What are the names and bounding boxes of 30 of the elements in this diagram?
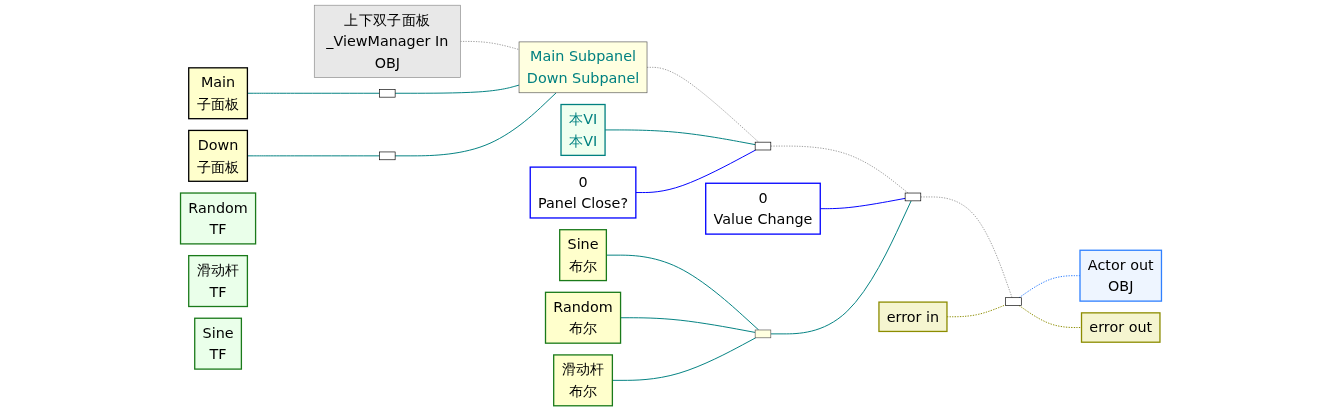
node-box	[1005, 297, 1022, 306]
connector	[920, 196, 1013, 299]
node-box: 滑动杆 布尔	[553, 354, 614, 407]
node-box: 0 Value Change	[705, 182, 821, 235]
node-box: Random 布尔	[544, 291, 622, 344]
connector	[1018, 275, 1081, 299]
node-box: 上下双子面板_ViewManager In OBJ	[313, 4, 461, 78]
node-box	[754, 141, 772, 151]
node-box: Sine TF	[194, 317, 243, 370]
node-box: Actor out OBJ	[1079, 249, 1163, 302]
connector	[770, 200, 912, 335]
node-box: error out	[1080, 312, 1161, 343]
node-box	[379, 151, 396, 161]
node-box: error in	[878, 301, 948, 333]
node-box	[379, 89, 396, 98]
connector	[1018, 305, 1082, 328]
node-box: Down 子面板	[188, 129, 249, 182]
node-box: 滑动杆 TF	[188, 255, 249, 308]
node-box: Sine 布尔	[559, 229, 607, 282]
node-box: Main Subpanel Down Subpanel	[518, 41, 648, 94]
node-box	[904, 192, 922, 202]
node-box: 本VI 本VI	[560, 103, 606, 156]
connector	[620, 317, 756, 333]
connector	[635, 149, 757, 194]
connector	[394, 84, 520, 94]
node-box: 0 Panel Close?	[529, 166, 637, 219]
node-box: Main 子面板	[188, 67, 249, 120]
node-box	[754, 329, 772, 339]
connector	[646, 66, 760, 143]
node-box: Random TF	[179, 192, 257, 245]
